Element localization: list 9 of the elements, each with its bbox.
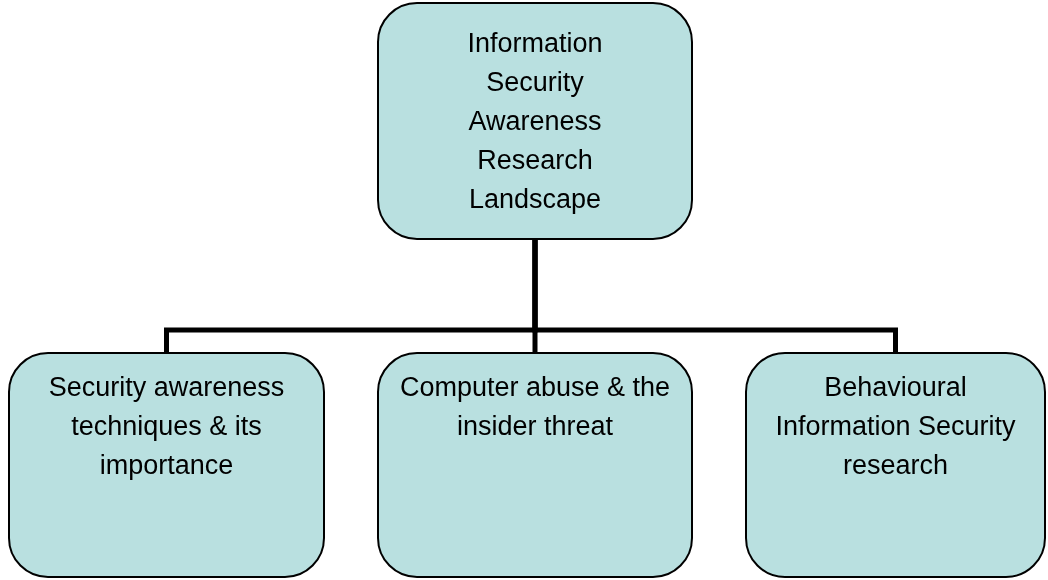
rounded-box bbox=[745, 352, 1046, 578]
box-label: Security awareness techniques & its importance bbox=[47, 371, 286, 482]
box-label: Information Security Awareness Research Landscape bbox=[466, 26, 604, 216]
rounded-box bbox=[377, 2, 693, 240]
box-label: Behavioural Information Security research bbox=[774, 371, 1017, 482]
rounded-box bbox=[377, 352, 693, 578]
connector-line bbox=[532, 240, 898, 352]
box-label: Computer abuse & the insider threat bbox=[398, 371, 672, 443]
rounded-box bbox=[8, 352, 325, 578]
